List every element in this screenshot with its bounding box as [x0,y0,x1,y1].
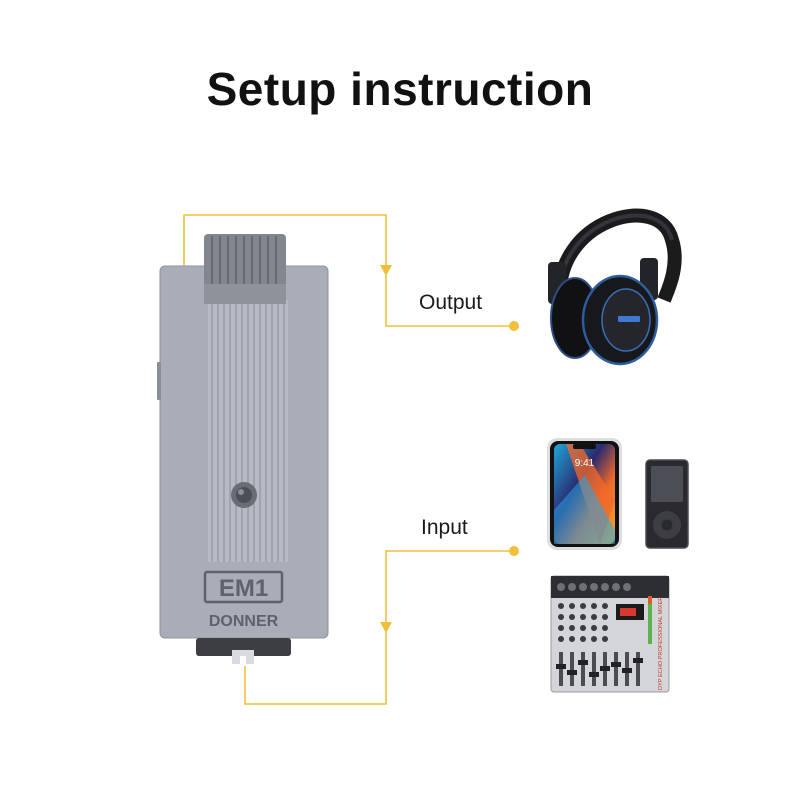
audio-mixer-icon: DYP ECHO PROFESSIONAL MIXER [550,575,670,693]
arrow-down-icon [380,622,392,633]
mp3-player-icon [645,459,689,549]
input-label: Input [421,516,468,539]
headphones-icon [548,208,682,366]
device-model-label: EM1 [219,575,268,602]
page-title: Setup instruction [206,63,594,115]
smartphone-icon: 9:41 [547,438,622,550]
phone-time: 9:41 [575,458,595,469]
output-connector [183,214,514,327]
em1-device: EM1 DONNER [157,234,329,666]
input-endpoint-dot [509,546,519,556]
arrow-down-icon [380,265,392,276]
input-connector [244,550,514,705]
output-label: Output [419,291,483,314]
output-endpoint-dot [509,321,519,331]
mixer-side-text: DYP ECHO PROFESSIONAL MIXER [658,597,664,690]
device-brand-label: DONNER [209,613,279,630]
